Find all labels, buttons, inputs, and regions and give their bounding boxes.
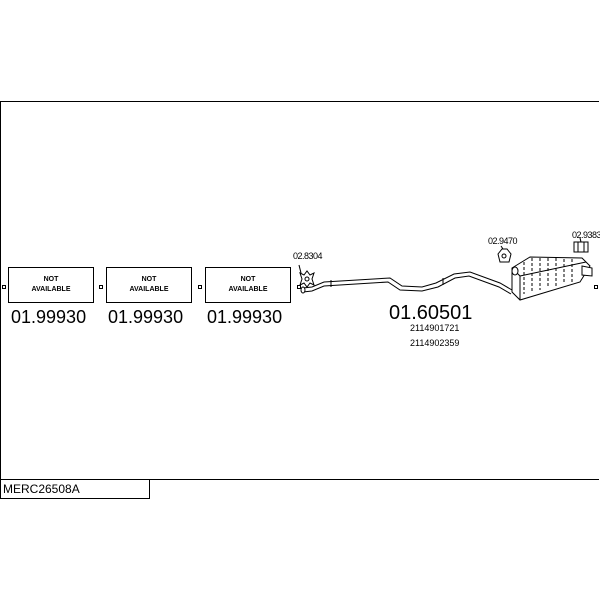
oem-number-2: 2114902359 xyxy=(410,338,460,348)
connector-point xyxy=(198,285,202,289)
connector-point xyxy=(99,285,103,289)
not-available-text: AVAILABLE xyxy=(228,286,268,293)
part-number-2: 01.99930 xyxy=(108,307,184,327)
not-available-text: AVAILABLE xyxy=(31,286,71,293)
not-available-box-3: NOT AVAILABLE xyxy=(205,267,291,303)
rear-silencer-drawing xyxy=(511,256,593,301)
rear-mount-drawing xyxy=(497,245,512,263)
oem-number-1: 2114901721 xyxy=(410,323,460,333)
diagram-code: MERC26508A xyxy=(0,479,150,499)
front-clamp-label: 02.8304 xyxy=(293,251,323,261)
not-available-box-2: NOT AVAILABLE xyxy=(106,267,192,303)
connector-point xyxy=(297,285,301,289)
rear-mount-label: 02.9470 xyxy=(488,236,518,246)
not-available-text: NOT xyxy=(141,276,157,283)
connector-point xyxy=(594,285,598,289)
front-clamp-drawing xyxy=(298,264,315,288)
rear-hanger-drawing xyxy=(573,237,589,253)
not-available-box-1: NOT AVAILABLE xyxy=(8,267,94,303)
rear-hanger-label: 02.9383 xyxy=(572,230,600,240)
main-pipe-drawing xyxy=(300,271,513,295)
not-available-text: AVAILABLE xyxy=(129,286,169,293)
not-available-text: NOT xyxy=(240,276,256,283)
connector-point xyxy=(2,285,6,289)
main-part-number: 01.60501 xyxy=(389,302,473,324)
part-number-3: 01.99930 xyxy=(207,307,283,327)
part-number-1: 01.99930 xyxy=(11,307,87,327)
not-available-text: NOT xyxy=(43,276,59,283)
diagram-frame xyxy=(0,101,599,480)
